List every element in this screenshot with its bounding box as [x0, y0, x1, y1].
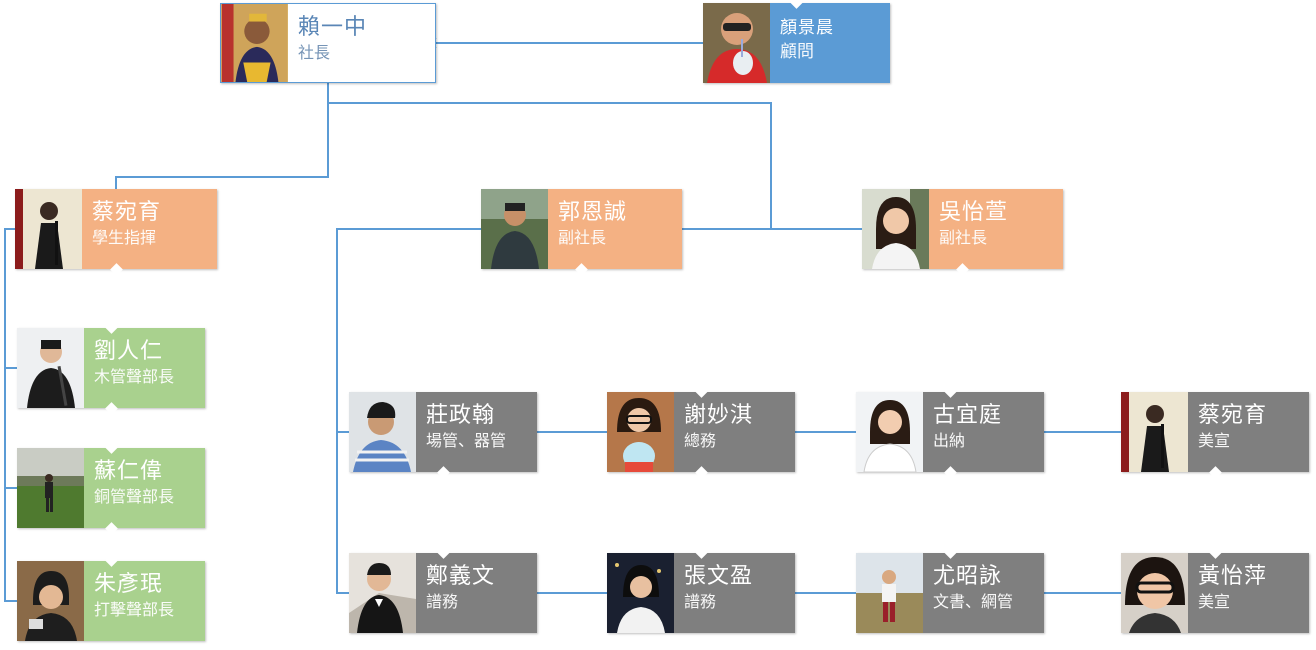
staff-art-1-node[interactable]: 蔡宛育 美宣 [1121, 392, 1309, 479]
advisor-node[interactable]: 顏景晨 顧問 [703, 0, 890, 83]
staff-secretary-webmaster-photo [856, 553, 923, 633]
staff-general-affairs-node[interactable]: 謝妙淇 總務 [607, 385, 795, 479]
vice-president-2-photo [862, 189, 929, 269]
staff-art-1-name: 蔡宛育 [1198, 402, 1268, 427]
staff-art-2-node[interactable]: 黃怡萍 美宣 [1121, 546, 1309, 633]
staff-scores-2-role: 譜務 [684, 594, 717, 611]
conductor-role: 學生指揮 [92, 230, 157, 247]
staff-art-2-name: 黃怡萍 [1198, 563, 1268, 588]
staff-venue-equipment-node[interactable]: 莊政翰 場管、器管 [349, 392, 537, 479]
staff-secretary-webmaster-name: 尤昭詠 [933, 563, 1003, 588]
connector-president-down [327, 83, 772, 229]
staff-cashier-name: 古宜庭 [933, 402, 1003, 427]
staff-secretary-webmaster-node[interactable]: 尤昭詠 文書、網管 [856, 546, 1044, 633]
staff-art-1-role: 美宣 [1198, 433, 1231, 450]
advisor-photo [703, 3, 770, 83]
advisor-role: 顧問 [780, 42, 814, 61]
connector-sections [4, 228, 17, 602]
staff-art-2-role: 美宣 [1198, 594, 1231, 611]
staff-venue-equipment-photo [349, 392, 416, 472]
section-leader-brass-role: 銅管聲部長 [94, 489, 175, 506]
connector-president-conductor [115, 103, 329, 189]
staff-cashier-node[interactable]: 古宜庭 出納 [856, 385, 1044, 479]
staff-scores-1-photo [349, 553, 416, 633]
staff-general-affairs-photo [607, 392, 674, 472]
president-node[interactable]: 賴一中 社長 [220, 3, 436, 83]
advisor-name: 顏景晨 [780, 18, 834, 37]
conductor-node[interactable]: 蔡宛育 學生指揮 [15, 189, 217, 276]
section-leader-percussion-role: 打擊聲部長 [94, 602, 175, 619]
section-leader-woodwind-name: 劉人仁 [94, 338, 164, 363]
president-role: 社長 [298, 45, 331, 62]
vice-president-2-node[interactable]: 吳怡萱 副社長 [862, 189, 1063, 276]
section-leader-woodwind-role: 木管聲部長 [94, 369, 175, 386]
section-leader-percussion-node[interactable]: 朱彥珉 打擊聲部長 [17, 554, 205, 641]
vice-president-1-node[interactable]: 郭恩誠 副社長 [481, 189, 682, 276]
conductor-photo [15, 189, 82, 269]
section-leader-brass-node[interactable]: 蘇仁偉 銅管聲部長 [17, 441, 205, 535]
section-leader-brass-name: 蘇仁偉 [94, 458, 164, 483]
vice-president-1-name: 郭恩誠 [558, 199, 628, 224]
staff-scores-2-name: 張文盈 [684, 563, 754, 588]
section-leader-percussion-name: 朱彥珉 [94, 571, 164, 596]
staff-scores-2-photo [607, 553, 674, 633]
president-photo [221, 4, 288, 82]
conductor-name: 蔡宛育 [92, 199, 162, 224]
staff-scores-1-node[interactable]: 鄭義文 譜務 [349, 546, 537, 633]
staff-secretary-webmaster-role: 文書、網管 [933, 594, 1014, 611]
staff-scores-1-role: 譜務 [426, 594, 459, 611]
president-name: 賴一中 [298, 14, 368, 39]
section-leader-woodwind-node[interactable]: 劉人仁 木管聲部長 [17, 321, 205, 415]
staff-general-affairs-role: 總務 [684, 433, 717, 450]
staff-venue-equipment-name: 莊政翰 [426, 402, 496, 427]
vice-president-1-photo [481, 189, 548, 269]
vice-president-2-role: 副社長 [939, 230, 988, 247]
section-leader-brass-photo [17, 448, 84, 528]
staff-general-affairs-name: 謝妙淇 [684, 402, 754, 427]
section-leader-woodwind-photo [17, 328, 84, 408]
staff-art-2-photo [1121, 553, 1188, 633]
staff-cashier-photo [856, 392, 923, 472]
staff-scores-2-node[interactable]: 張文盈 譜務 [607, 546, 795, 633]
vice-president-2-name: 吳怡萱 [939, 199, 1009, 224]
staff-scores-1-name: 鄭義文 [426, 563, 496, 588]
staff-cashier-role: 出納 [933, 433, 966, 450]
connector-staff [336, 228, 481, 594]
staff-venue-equipment-role: 場管、器管 [426, 433, 507, 450]
vice-president-1-role: 副社長 [558, 230, 607, 247]
staff-art-1-photo [1121, 392, 1188, 472]
section-leader-percussion-photo [17, 561, 84, 641]
